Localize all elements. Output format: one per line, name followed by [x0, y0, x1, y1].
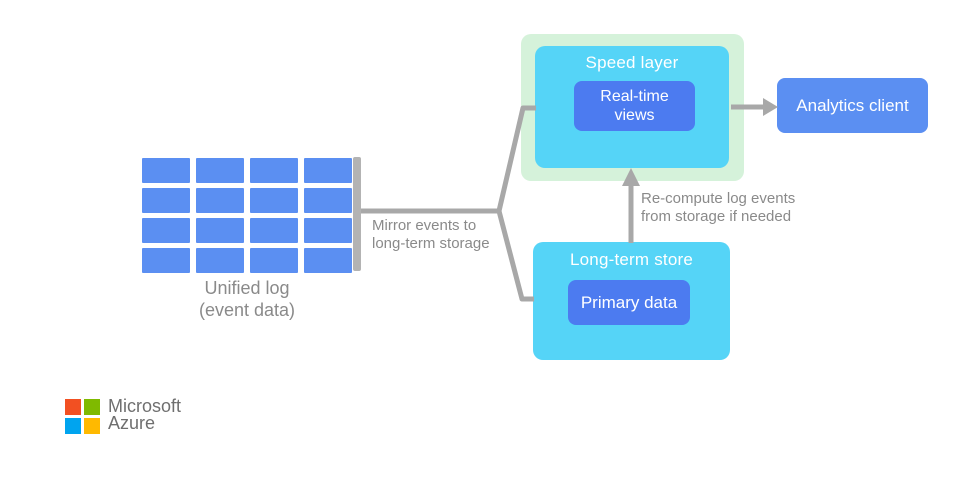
- unified-log-grid: [142, 158, 352, 273]
- real-time-views-line2: views: [614, 107, 655, 124]
- unified-log-label: Unified log (event data): [142, 277, 352, 321]
- recompute-annotation: Re-compute log events from storage if ne…: [641, 190, 795, 226]
- logo-text-line1: Microsoft: [108, 396, 182, 416]
- log-partition-cell: [250, 158, 298, 183]
- primary-data-box: Primary data: [568, 280, 690, 325]
- log-partition-cell: [304, 248, 352, 273]
- azure-logo-text: Microsoft Azure: [108, 396, 182, 433]
- long-term-store-title: Long-term store: [570, 250, 693, 269]
- log-partition-cell: [142, 188, 190, 213]
- microsoft-logo-icon: [65, 399, 100, 434]
- speed-layer-title: Speed layer: [585, 53, 679, 72]
- log-partition-cell: [196, 248, 244, 273]
- analytics-client-label: Analytics client: [796, 95, 909, 115]
- analytics-client-box: Analytics client: [777, 78, 928, 133]
- ms-square-green: [84, 399, 100, 415]
- ms-square-red: [65, 399, 81, 415]
- log-partition-cell: [196, 158, 244, 183]
- real-time-views-box: Real-time views: [574, 81, 695, 131]
- log-partition-cell: [250, 188, 298, 213]
- unified-log-label-line2: (event data): [198, 300, 296, 320]
- log-partition-cell: [142, 158, 190, 183]
- mirror-annotation-line2: long-term storage: [372, 235, 490, 252]
- mirror-events-annotation: Mirror events to long-term storage: [372, 217, 490, 253]
- log-partition-cell: [142, 218, 190, 243]
- log-partition-cell: [196, 188, 244, 213]
- primary-data-label: Primary data: [580, 292, 678, 312]
- mirror-annotation-line1: Mirror events to: [372, 217, 477, 234]
- log-capture-bar: [353, 157, 361, 271]
- log-partition-cell: [142, 248, 190, 273]
- real-time-views-line1: Real-time: [600, 88, 669, 105]
- log-partition-cell: [250, 218, 298, 243]
- log-partition-cell: [304, 188, 352, 213]
- log-partition-cell: [196, 218, 244, 243]
- log-partition-cell: [304, 158, 352, 183]
- ms-square-blue: [65, 418, 81, 434]
- connector-to-speed-layer: [361, 105, 536, 214]
- recompute-annotation-line1: Re-compute log events: [641, 190, 796, 207]
- recompute-annotation-line2: from storage if needed: [641, 208, 792, 225]
- ms-square-yellow: [84, 418, 100, 434]
- unified-log-label-line1: Unified log: [204, 278, 290, 298]
- connector-to-long-term-store: [496, 210, 534, 302]
- log-partition-cell: [250, 248, 298, 273]
- microsoft-azure-logo: Microsoft Azure: [65, 397, 181, 434]
- arrow-to-analytics-head: [763, 98, 778, 116]
- logo-text-line2: Azure: [108, 413, 156, 433]
- log-partition-cell: [304, 218, 352, 243]
